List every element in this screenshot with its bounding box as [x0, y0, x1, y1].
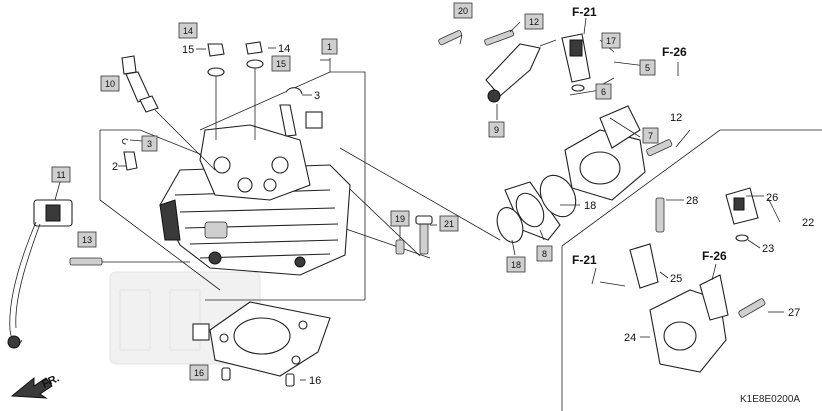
section-references: F-21 F-26 F-21 F-26	[572, 5, 727, 285]
box-label-19: 19	[390, 210, 410, 227]
part-label-12: 12	[529, 17, 539, 27]
box-label-10: 10	[100, 75, 120, 92]
part-label-24: 24	[624, 332, 636, 344]
front-arrow: FR.	[10, 372, 61, 399]
box-label-15: 15	[271, 55, 291, 72]
part-label-17: 17	[606, 36, 616, 46]
ref-f21-top: F-21	[572, 5, 597, 19]
right-assembly-frame	[561, 129, 822, 411]
stud-bolt	[69, 257, 190, 266]
part-label-7: 7	[648, 131, 653, 141]
front-arrow-icon	[10, 376, 53, 399]
part-label-2: 2	[112, 161, 118, 173]
nut-and-washer	[207, 41, 264, 140]
part-label-13: 13	[82, 235, 92, 245]
box-label-12: 12	[524, 13, 544, 30]
part-label-8: 8	[542, 249, 547, 259]
part-label-15: 15	[276, 59, 286, 69]
diagram-code: K1E8E0200A	[740, 394, 800, 405]
part-label-16-plain: 16	[309, 375, 321, 387]
spark-plug	[121, 55, 216, 171]
sensor-wire	[7, 181, 73, 349]
part-label-15-plain: 15	[182, 44, 194, 56]
part-label-6: 6	[601, 87, 606, 97]
head-gasket	[209, 301, 331, 387]
cylinder-head	[159, 124, 351, 276]
dowel-and-clip	[122, 87, 303, 171]
box-label-11: 11	[51, 166, 71, 183]
part-label-28: 28	[686, 195, 698, 207]
mounting-bolts	[395, 215, 433, 255]
box-label-6: 6	[595, 83, 612, 100]
part-label-27: 27	[788, 307, 800, 319]
part-label-21: 21	[444, 219, 454, 229]
box-label-5: 5	[639, 59, 656, 76]
fuel-injector-top	[485, 33, 591, 103]
box-label-14: 14	[178, 22, 198, 39]
part-label-1: 1	[327, 42, 332, 52]
part-label-20: 20	[458, 6, 468, 16]
part-label-3-plain: 3	[314, 90, 320, 102]
boxed-labels: 1 3 5 6 7 8 9 10 11 12 13 14 15 16 17 18…	[51, 2, 659, 381]
box-label-21: 21	[439, 215, 459, 232]
front-label: FR.	[40, 372, 61, 390]
part-label-19: 19	[395, 214, 405, 224]
part-label-5: 5	[645, 63, 650, 73]
part-label-23: 23	[762, 243, 774, 255]
box-label-7: 7	[642, 127, 659, 144]
empty-label-box	[192, 323, 210, 341]
box-label-20: 20	[453, 2, 473, 19]
part-label-14-plain: 14	[278, 43, 290, 55]
empty-label-box	[305, 111, 323, 129]
box-label-3: 3	[141, 135, 158, 152]
top-bolts	[438, 29, 515, 46]
part-label-18-plain: 18	[584, 200, 596, 212]
part-label-11: 11	[56, 170, 65, 180]
box-label-8: 8	[536, 245, 553, 262]
part-label-12-plain: 12	[670, 112, 682, 124]
box-label-16: 16	[189, 364, 209, 381]
plain-labels: 2 3 12 14 15 16 18 22 23 24 25 26 27 28	[112, 43, 814, 387]
part-label-9: 9	[494, 125, 499, 135]
part-label-3: 3	[147, 139, 152, 149]
part-label-16: 16	[194, 368, 204, 378]
secondary-injector-assembly	[599, 187, 766, 373]
box-label-1: 1	[321, 38, 338, 55]
part-label-26: 26	[766, 192, 778, 204]
box-label-9: 9	[488, 121, 505, 138]
part-label-14: 14	[183, 26, 193, 36]
ref-f26-bottom: F-26	[702, 249, 727, 263]
box-label-18: 18	[506, 256, 526, 273]
part-label-22: 22	[802, 217, 814, 229]
intake-insulator	[496, 174, 577, 243]
ref-f21-bottom: F-21	[572, 253, 597, 267]
part-label-18: 18	[511, 260, 521, 270]
part-label-25: 25	[670, 273, 682, 285]
part-label-10: 10	[105, 79, 115, 89]
ref-f26-top: F-26	[662, 45, 687, 59]
box-label-13: 13	[77, 231, 97, 248]
box-label-17: 17	[601, 32, 621, 49]
throttle-body	[564, 105, 673, 201]
